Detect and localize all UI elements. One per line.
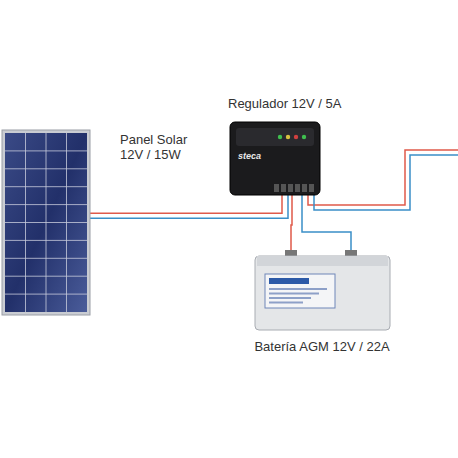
status-led: [294, 135, 298, 139]
status-led: [302, 135, 306, 139]
wire: [90, 195, 282, 213]
terminal: [274, 184, 279, 192]
solar-panel-shape: [2, 130, 90, 315]
wire: [302, 195, 351, 250]
brand-logo: steca: [238, 151, 261, 161]
battery-case: [255, 256, 390, 330]
panel-frame: [2, 130, 90, 315]
terminal: [302, 184, 307, 192]
battery-print: [269, 293, 319, 295]
agm-battery-shape: [255, 250, 390, 330]
battery-brand: [269, 278, 309, 284]
cell-line: [5, 294, 87, 295]
regulator-panel: [236, 128, 314, 146]
agm-battery: Batería AGM 12V / 22A: [255, 250, 390, 330]
battery-print: [269, 302, 303, 304]
node-label: Batería AGM 12V / 22A: [254, 339, 389, 354]
wire-connector: [291, 195, 351, 250]
wire: [291, 195, 292, 250]
status-led: [278, 135, 282, 139]
battery-label: [265, 274, 335, 308]
load-wire: [308, 150, 458, 205]
load-wire: [314, 155, 458, 210]
battery-print: [269, 288, 327, 290]
terminal: [309, 184, 314, 192]
terminal: [295, 184, 300, 192]
cell-line: [5, 204, 87, 205]
regulator-body: [230, 122, 320, 195]
panel-cells: [5, 133, 87, 312]
terminal: [281, 184, 286, 192]
cell-line: [5, 222, 87, 223]
cell-line: [5, 240, 87, 241]
cell-line: [5, 168, 87, 169]
battery-print: [269, 297, 311, 299]
wire: [90, 195, 288, 218]
cell-line: [5, 276, 87, 277]
terminal: [288, 184, 293, 192]
cell-line: [5, 258, 87, 259]
node-label: Panel Solar 12V / 15W: [120, 132, 198, 162]
battery-lid: [257, 256, 388, 266]
node-label: Regulador 12V / 5A: [228, 96, 341, 111]
cell-line: [5, 186, 87, 187]
cell-line: [5, 150, 87, 151]
wire-connector: [90, 195, 288, 218]
status-led: [286, 135, 290, 139]
solar-panel: Panel Solar 12V / 15W: [2, 130, 90, 315]
